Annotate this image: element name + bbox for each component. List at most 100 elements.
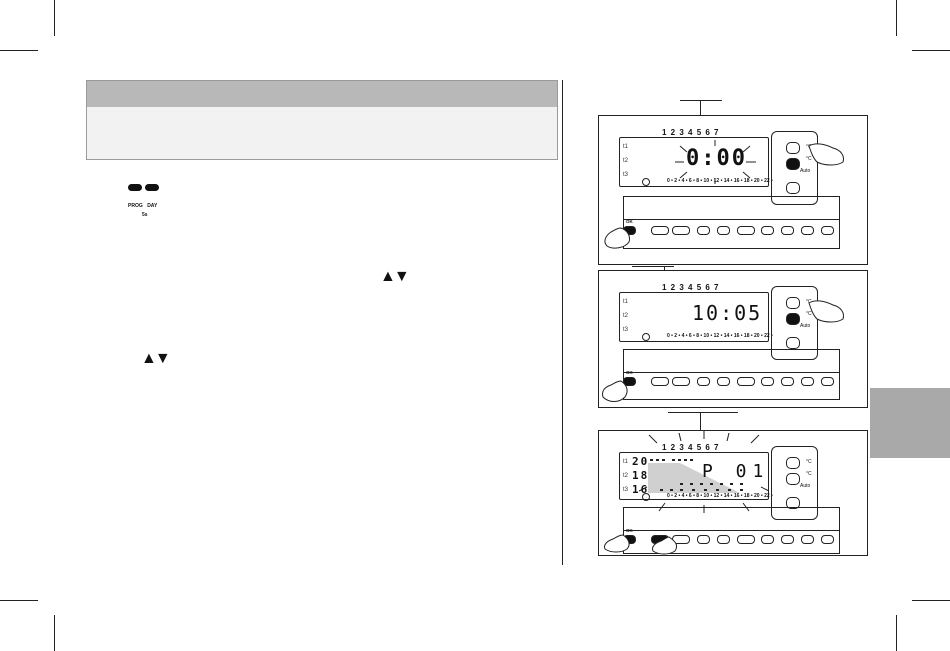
hand-pointer-icon xyxy=(652,536,678,555)
function-key xyxy=(697,377,710,386)
thermostat-illustration-3: 1 2 3 4 5 6 7 t1 t2 t3 20 18 16 P 01 xyxy=(598,430,868,556)
function-key xyxy=(821,377,834,386)
function-key xyxy=(717,377,730,386)
key-panel xyxy=(623,196,840,220)
prog-button-icon xyxy=(128,184,142,191)
hand-pointer-icon xyxy=(604,227,630,249)
prog-day-buttons-icon: PROG DAY 5s xyxy=(128,178,162,218)
key-panel xyxy=(623,349,840,373)
up-down-arrows-icon: ▲▼ xyxy=(380,268,410,285)
temperature-t3: 16 xyxy=(632,483,650,496)
function-key xyxy=(697,535,710,544)
eco-label: °C xyxy=(806,471,812,477)
comfort-label: °C xyxy=(806,459,812,465)
function-key xyxy=(737,377,755,386)
control-panel: °C °C Auto xyxy=(771,446,818,520)
auto-label: Auto xyxy=(800,323,811,329)
callout-line xyxy=(632,266,674,267)
lcd-t3-label: t3 xyxy=(623,327,629,333)
key-panel xyxy=(623,507,840,531)
lcd-t2-label: t2 xyxy=(623,158,629,164)
day-key xyxy=(672,226,690,235)
lcd-display: t1 t2 t3 20 18 16 P 01 xyxy=(619,452,769,500)
callout-line xyxy=(668,412,738,413)
eco-label: °C xyxy=(806,311,812,317)
prog-key xyxy=(651,226,669,235)
function-key xyxy=(821,535,834,544)
lcd-t3-label: t3 xyxy=(623,172,629,178)
function-key xyxy=(781,377,794,386)
crop-mark xyxy=(912,50,950,51)
crop-mark xyxy=(0,50,38,51)
function-key xyxy=(761,535,774,544)
prog-key xyxy=(651,377,669,386)
function-key xyxy=(697,226,710,235)
day-button-icon xyxy=(145,184,159,191)
hour-scale: 0 • 2 • 4 • 6 • 8 • 10 • 12 • 14 • 16 • … xyxy=(667,493,773,499)
ok-button xyxy=(623,377,636,386)
mode-button xyxy=(786,337,800,349)
up-button xyxy=(786,297,800,309)
clock-icon xyxy=(642,493,650,501)
control-panel: °C °C Auto xyxy=(771,131,818,205)
thermostat-illustration-1: 1 2 3 4 5 6 7 t1 t2 t3 0:00 0 • 2 • 4 • … xyxy=(598,115,868,265)
hold-time-label: 5s xyxy=(142,212,148,218)
function-key xyxy=(717,535,730,544)
hand-pointer-icon xyxy=(602,380,628,402)
lcd-t2-label: t2 xyxy=(623,473,629,479)
lcd-t2-label: t2 xyxy=(623,313,629,319)
day-key xyxy=(672,377,690,386)
function-key xyxy=(781,535,794,544)
lcd-t1-label: t1 xyxy=(623,299,629,305)
eco-label: °C xyxy=(806,156,812,162)
lcd-t1-label: t1 xyxy=(623,144,629,150)
crop-mark xyxy=(0,600,38,601)
up-down-arrows-icon: ▲▼ xyxy=(141,350,171,367)
crop-mark xyxy=(54,0,55,36)
callout-line xyxy=(680,100,722,101)
function-key xyxy=(737,535,755,544)
weekday-indicators: 1 2 3 4 5 6 7 xyxy=(662,443,720,452)
up-button xyxy=(786,457,800,469)
hour-scale: 0 • 2 • 4 • 6 • 8 • 10 • 12 • 14 • 16 • … xyxy=(667,333,773,339)
function-key xyxy=(781,226,794,235)
ok-label: OK xyxy=(626,528,633,533)
day-label: DAY xyxy=(147,203,158,209)
function-key xyxy=(761,377,774,386)
program-readout: P 01 xyxy=(702,461,770,482)
crop-mark xyxy=(912,600,950,601)
blink-rays-icon xyxy=(675,140,756,184)
temperature-t2: 18 xyxy=(632,469,650,482)
control-panel: °C °C Auto xyxy=(771,286,818,360)
function-key xyxy=(801,535,814,544)
thermostat-illustration-2: 1 2 3 4 5 6 7 t1 t2 t3 10:05 0 • 2 • 4 •… xyxy=(598,270,868,408)
weekday-indicators: 1 2 3 4 5 6 7 xyxy=(662,128,720,137)
function-key xyxy=(801,226,814,235)
function-key xyxy=(737,226,755,235)
ok-label: OK xyxy=(626,370,633,375)
function-key xyxy=(761,226,774,235)
section-tab xyxy=(870,388,950,458)
temperature-t1: 20 xyxy=(632,455,650,468)
hand-pointer-icon xyxy=(808,143,844,166)
down-button xyxy=(786,158,800,170)
hand-pointer-icon xyxy=(808,300,844,323)
function-key xyxy=(821,226,834,235)
crop-mark xyxy=(896,0,897,36)
crop-mark xyxy=(896,615,897,651)
column-divider xyxy=(562,80,563,565)
down-button xyxy=(786,473,800,485)
crop-mark xyxy=(54,615,55,651)
hand-pointer-icon xyxy=(604,534,630,553)
function-key xyxy=(717,226,730,235)
lcd-t3-label: t3 xyxy=(623,487,629,493)
mode-button xyxy=(786,497,800,509)
lcd-t1-label: t1 xyxy=(623,459,629,465)
schedule-graph-icon xyxy=(648,459,743,493)
time-readout: 10:05 xyxy=(692,301,763,325)
hour-scale: 0 • 2 • 4 • 6 • 8 • 10 • 12 • 14 • 16 • … xyxy=(667,178,773,184)
header-band xyxy=(86,80,558,160)
prog-label: PROG xyxy=(128,203,143,209)
clock-icon xyxy=(642,333,650,341)
up-button xyxy=(786,142,800,154)
